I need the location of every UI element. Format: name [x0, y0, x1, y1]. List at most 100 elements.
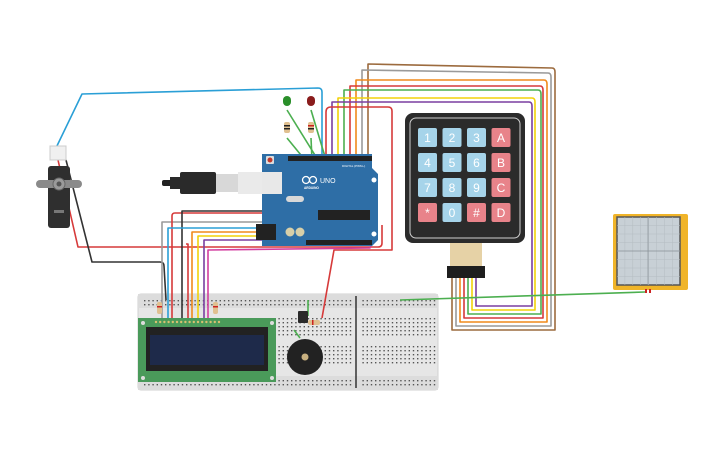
- breadboard-hole[interactable]: [366, 330, 368, 332]
- breadboard-hole[interactable]: [333, 330, 335, 332]
- breadboard-hole[interactable]: [421, 384, 423, 386]
- breadboard-hole[interactable]: [400, 346, 402, 348]
- breadboard-hole[interactable]: [379, 358, 381, 360]
- breadboard-hole[interactable]: [148, 304, 150, 306]
- wire-red-lcd2[interactable]: [186, 243, 189, 320]
- breadboard-hole[interactable]: [316, 318, 318, 320]
- breadboard-hole[interactable]: [274, 300, 276, 302]
- breadboard-hole[interactable]: [379, 322, 381, 324]
- breadboard-hole[interactable]: [282, 326, 284, 328]
- breadboard-hole[interactable]: [433, 350, 436, 352]
- breadboard-hole[interactable]: [425, 334, 427, 336]
- breadboard-hole[interactable]: [421, 304, 423, 306]
- breadboard-hole[interactable]: [408, 380, 410, 382]
- breadboard-hole[interactable]: [282, 358, 284, 360]
- breadboard-hole[interactable]: [400, 304, 402, 306]
- breadboard-hole[interactable]: [383, 380, 385, 382]
- breadboard-hole[interactable]: [366, 384, 368, 386]
- breadboard-hole[interactable]: [173, 304, 175, 306]
- breadboard-hole[interactable]: [295, 322, 297, 324]
- breadboard-hole[interactable]: [375, 334, 377, 336]
- breadboard-hole[interactable]: [362, 346, 364, 348]
- breadboard-hole[interactable]: [144, 384, 146, 386]
- breadboard-hole[interactable]: [253, 300, 255, 302]
- breadboard-hole[interactable]: [328, 346, 331, 348]
- breadboard-hole[interactable]: [295, 384, 297, 386]
- breadboard-hole[interactable]: [270, 304, 272, 306]
- breadboard-hole[interactable]: [156, 300, 158, 302]
- breadboard-hole[interactable]: [257, 384, 259, 386]
- breadboard-hole[interactable]: [286, 362, 289, 364]
- breadboard-hole[interactable]: [421, 362, 423, 364]
- breadboard-hole[interactable]: [198, 304, 200, 306]
- breadboard-hole[interactable]: [429, 362, 431, 364]
- breadboard-hole[interactable]: [333, 380, 335, 382]
- breadboard-hole[interactable]: [425, 322, 427, 324]
- breadboard-hole[interactable]: [333, 350, 335, 352]
- keypad-key[interactable]: 2: [442, 128, 462, 147]
- breadboard-hole[interactable]: [345, 380, 347, 382]
- breadboard-hole[interactable]: [396, 358, 398, 360]
- breadboard-hole[interactable]: [333, 384, 335, 386]
- breadboard-hole[interactable]: [286, 304, 289, 306]
- breadboard-hole[interactable]: [198, 384, 200, 386]
- breadboard-hole[interactable]: [307, 326, 310, 328]
- breadboard-hole[interactable]: [417, 330, 419, 332]
- breadboard-hole[interactable]: [177, 304, 179, 306]
- breadboard-hole[interactable]: [433, 318, 436, 320]
- breadboard-hole[interactable]: [375, 354, 377, 356]
- breadboard-hole[interactable]: [341, 358, 343, 360]
- breadboard-hole[interactable]: [404, 358, 406, 360]
- keypad-key[interactable]: 3: [467, 128, 486, 147]
- breadboard-hole[interactable]: [417, 300, 419, 302]
- breadboard-hole[interactable]: [387, 300, 389, 302]
- breadboard-hole[interactable]: [165, 304, 167, 306]
- breadboard-hole[interactable]: [425, 346, 427, 348]
- breadboard-hole[interactable]: [375, 330, 377, 332]
- breadboard-hole[interactable]: [429, 300, 431, 302]
- breadboard-hole[interactable]: [396, 354, 398, 356]
- breadboard-hole[interactable]: [412, 304, 415, 306]
- breadboard-hole[interactable]: [312, 326, 314, 328]
- breadboard-hole[interactable]: [320, 330, 322, 332]
- breadboard-hole[interactable]: [303, 384, 305, 386]
- breadboard-hole[interactable]: [391, 354, 394, 356]
- breadboard-hole[interactable]: [345, 304, 347, 306]
- breadboard-hole[interactable]: [144, 300, 146, 302]
- breadboard-hole[interactable]: [194, 300, 196, 302]
- breadboard-hole[interactable]: [366, 358, 368, 360]
- breadboard-hole[interactable]: [366, 334, 368, 336]
- breadboard-hole[interactable]: [366, 318, 368, 320]
- breadboard-hole[interactable]: [349, 318, 352, 320]
- breadboard-hole[interactable]: [307, 334, 310, 336]
- breadboard-hole[interactable]: [156, 384, 158, 386]
- breadboard-hole[interactable]: [349, 350, 352, 352]
- breadboard-hole[interactable]: [341, 346, 343, 348]
- breadboard-hole[interactable]: [362, 358, 364, 360]
- breadboard-hole[interactable]: [379, 350, 381, 352]
- breadboard-hole[interactable]: [270, 300, 272, 302]
- breadboard-hole[interactable]: [408, 322, 410, 324]
- breadboard-hole[interactable]: [299, 300, 301, 302]
- breadboard-hole[interactable]: [341, 350, 343, 352]
- breadboard-hole[interactable]: [324, 322, 326, 324]
- breadboard-hole[interactable]: [257, 304, 259, 306]
- breadboard-hole[interactable]: [349, 326, 352, 328]
- breadboard-hole[interactable]: [425, 318, 427, 320]
- breadboard-hole[interactable]: [375, 300, 377, 302]
- breadboard-hole[interactable]: [433, 304, 436, 306]
- breadboard-hole[interactable]: [291, 384, 293, 386]
- breadboard-hole[interactable]: [181, 384, 184, 386]
- breadboard-hole[interactable]: [282, 346, 284, 348]
- breadboard-hole[interactable]: [404, 350, 406, 352]
- breadboard-hole[interactable]: [169, 304, 171, 306]
- breadboard-hole[interactable]: [278, 350, 280, 352]
- breadboard-hole[interactable]: [404, 322, 406, 324]
- breadboard-hole[interactable]: [375, 304, 377, 306]
- breadboard-hole[interactable]: [278, 300, 280, 302]
- breadboard-hole[interactable]: [375, 318, 377, 320]
- breadboard-hole[interactable]: [341, 384, 343, 386]
- breadboard-hole[interactable]: [240, 300, 242, 302]
- breadboard-hole[interactable]: [412, 362, 415, 364]
